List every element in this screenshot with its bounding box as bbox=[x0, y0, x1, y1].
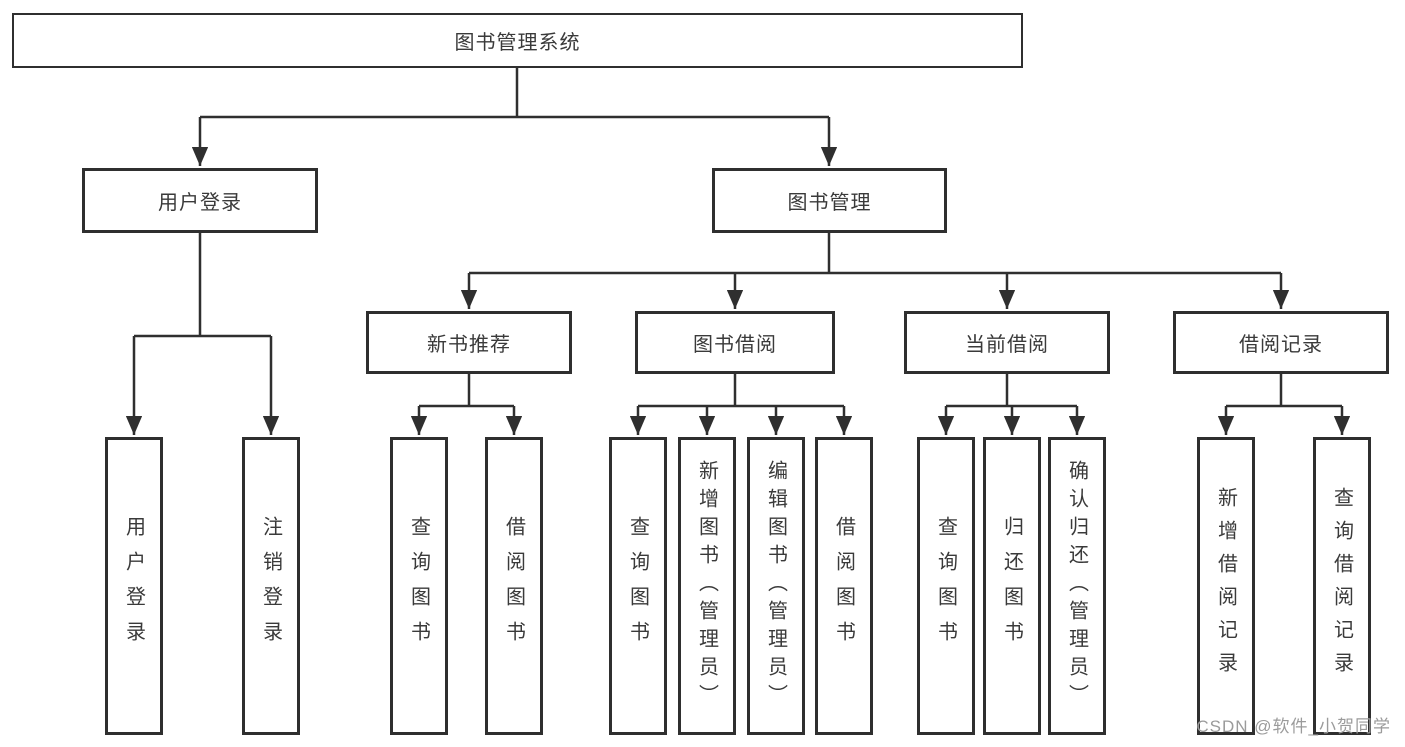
leaf-query-books-1: 查询图书 bbox=[390, 437, 448, 735]
leaf-borrow-books-1-label: 借阅图书 bbox=[502, 516, 525, 656]
leaf-confirm-return-admin: 确认归还（管理员） bbox=[1048, 437, 1106, 735]
leaf-add-borrow-record: 新增借阅记录 bbox=[1197, 437, 1255, 735]
leaf-edit-books-admin-label: 编辑图书（管理员） bbox=[764, 460, 787, 712]
leaf-logout: 注销登录 bbox=[242, 437, 300, 735]
node-user-login: 用户登录 bbox=[82, 168, 318, 233]
node-library-management-system: 图书管理系统 bbox=[12, 13, 1023, 68]
leaf-borrow-books-2-label: 借阅图书 bbox=[832, 516, 855, 656]
node-book-management: 图书管理 bbox=[712, 168, 947, 233]
leaf-user-login-label: 用户登录 bbox=[122, 516, 145, 656]
leaf-logout-label: 注销登录 bbox=[259, 516, 282, 656]
node-book-borrowing: 图书借阅 bbox=[635, 311, 835, 374]
node-borrowing-records: 借阅记录 bbox=[1173, 311, 1389, 374]
leaf-borrow-books-1: 借阅图书 bbox=[485, 437, 543, 735]
leaf-query-books-1-label: 查询图书 bbox=[407, 516, 430, 656]
leaf-add-borrow-record-label: 新增借阅记录 bbox=[1214, 487, 1237, 685]
node-current-borrowing: 当前借阅 bbox=[904, 311, 1110, 374]
leaf-query-borrow-record: 查询借阅记录 bbox=[1313, 437, 1371, 735]
leaf-return-books: 归还图书 bbox=[983, 437, 1041, 735]
leaf-user-login: 用户登录 bbox=[105, 437, 163, 735]
leaf-query-borrow-record-label: 查询借阅记录 bbox=[1330, 487, 1353, 685]
leaf-edit-books-admin: 编辑图书（管理员） bbox=[747, 437, 805, 735]
leaf-query-books-3: 查询图书 bbox=[917, 437, 975, 735]
node-new-book-recommendation: 新书推荐 bbox=[366, 311, 572, 374]
leaf-add-books-admin: 新增图书（管理员） bbox=[678, 437, 736, 735]
leaf-query-books-3-label: 查询图书 bbox=[934, 516, 957, 656]
leaf-add-books-admin-label: 新增图书（管理员） bbox=[695, 460, 718, 712]
csdn-watermark: CSDN @软件_小贺同学 bbox=[1196, 717, 1391, 736]
leaf-query-books-2-label: 查询图书 bbox=[626, 516, 649, 656]
leaf-confirm-return-admin-label: 确认归还（管理员） bbox=[1065, 460, 1088, 712]
leaf-return-books-label: 归还图书 bbox=[1000, 516, 1023, 656]
leaf-borrow-books-2: 借阅图书 bbox=[815, 437, 873, 735]
leaf-query-books-2: 查询图书 bbox=[609, 437, 667, 735]
